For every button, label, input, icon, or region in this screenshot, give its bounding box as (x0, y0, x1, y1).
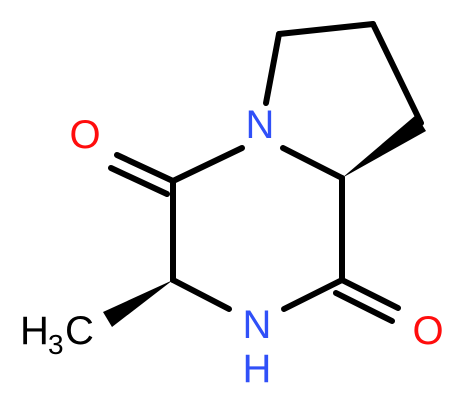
methyl-h-label: H (20, 309, 49, 353)
nitrogen-ring-label: N (246, 103, 275, 147)
oxygen-left-label: O (69, 113, 100, 157)
bond-n-ch (280, 145, 345, 181)
methyl-c-label: C (65, 309, 94, 353)
wedge-bond-ring-fusion (342, 115, 426, 178)
methyl-subscript-label: 3 (48, 329, 64, 360)
bond-n-co-left (170, 145, 245, 184)
bond-c-o-right-a (339, 277, 401, 311)
bond-c-o-left-a (114, 152, 176, 184)
bonds (108, 21, 424, 324)
bond-c-o-right-b (333, 290, 395, 324)
amide-hydrogen-label: H (243, 347, 272, 391)
bond-n-ch2a (263, 31, 282, 106)
bond-ch2b-ch2c (370, 21, 424, 126)
nitrogen-amide-label: N (243, 303, 272, 347)
wedge-bond-methyl (103, 280, 173, 327)
bond-c-o-left-b (108, 165, 170, 197)
bond-nh-co-right (281, 277, 345, 312)
oxygen-right-label: O (412, 309, 443, 353)
bond-ch2a-ch2b (276, 21, 376, 37)
bond-ch-nh (170, 277, 232, 312)
